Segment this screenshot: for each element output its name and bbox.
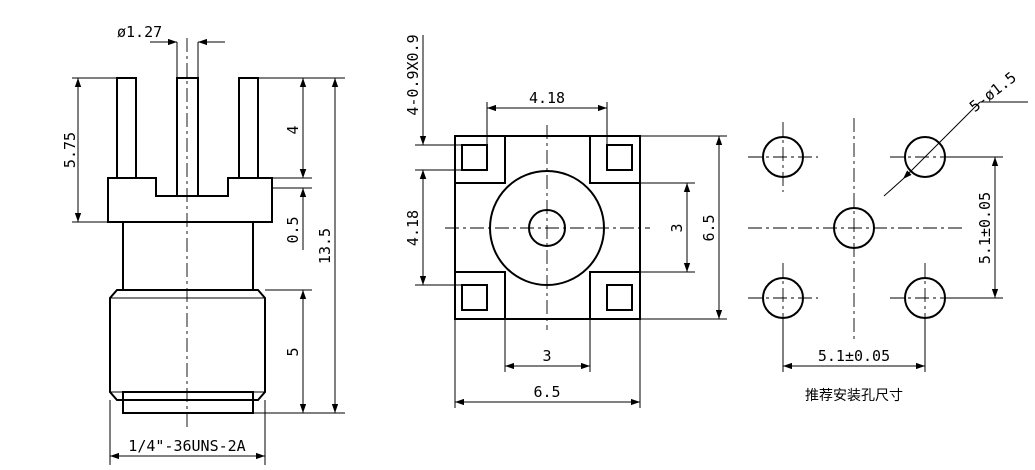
- caption-recommended-holes: 推荐安装孔尺寸: [805, 388, 903, 404]
- dim-thread-spec: 1/4"-36UNS-2A: [109, 400, 266, 465]
- label-pin-diameter: ø1.27: [117, 23, 162, 41]
- label-slot-spec: 4-0.9X0.9: [404, 34, 422, 115]
- top-view: 4-0.9X0.9 4.18 4.18 3 6.5: [404, 34, 727, 408]
- pin-center: [176, 77, 199, 197]
- dim-slot-spec: 4-0.9X0.9: [404, 34, 462, 190]
- dim-slot-pitch-y: 4.18: [404, 170, 462, 286]
- label-outer-x: 6.5: [533, 383, 560, 401]
- label-thread-spec: 1/4"-36UNS-2A: [128, 437, 245, 455]
- square-body: [454, 135, 641, 320]
- dim-flange-thickness: 0.5: [272, 155, 312, 250]
- label-total-length: 13.5: [316, 228, 334, 264]
- dim-outer-y: 6.5: [640, 135, 727, 320]
- bottom-lip: [122, 391, 254, 414]
- label-inner-x: 3: [542, 347, 551, 365]
- dim-slot-pitch-x: 4.18: [486, 89, 608, 145]
- label-pin-length: 5.75: [61, 132, 79, 168]
- dim-outer-x: 6.5: [454, 319, 641, 408]
- label-flange-thickness: 0.5: [284, 216, 302, 243]
- thread-section: [109, 289, 266, 401]
- label-thread-length: 5: [284, 347, 302, 356]
- label-hole-spec: 5-ø1.5: [966, 68, 1020, 116]
- dim-pin-length: 5.75: [61, 77, 117, 223]
- slot-top-right: [606, 144, 633, 171]
- flange-outline: [107, 177, 273, 223]
- cross-recess: [455, 136, 640, 319]
- slot-bottom-right: [606, 284, 633, 311]
- footprint-view: 5-ø1.5 5.1±0.05 5.1±0.05 推荐安装孔尺寸: [748, 68, 1028, 404]
- label-outer-y: 6.5: [700, 214, 718, 241]
- label-pitch-x: 5.1±0.05: [818, 347, 890, 365]
- label-pin-exposed: 4: [284, 125, 302, 134]
- dim-inner-x: 3: [504, 319, 591, 372]
- dim-pin-diameter: ø1.27: [117, 23, 225, 78]
- dim-pitch-y: 5.1±0.05: [945, 156, 1003, 299]
- dim-hole-spec: 5-ø1.5: [883, 68, 1028, 197]
- label-inner-y: 3: [668, 223, 686, 232]
- dim-pin-exposed: 4: [258, 77, 345, 179]
- side-view: ø1.27 5.75 4 0.5 13.5: [61, 23, 345, 465]
- pin-right: [238, 77, 259, 179]
- dim-pitch-x: 5.1±0.05: [782, 318, 926, 372]
- dim-inner-y: 3: [590, 182, 695, 273]
- label-slot-pitch-x: 4.18: [529, 89, 565, 107]
- slot-bottom-left: [461, 284, 488, 311]
- slot-top-left: [461, 144, 488, 171]
- dim-total-length: 13.5: [253, 78, 345, 414]
- label-slot-pitch-y: 4.18: [404, 210, 422, 246]
- dim-thread-length: 5: [265, 289, 312, 413]
- pin-left: [116, 77, 137, 179]
- body: [122, 221, 254, 291]
- label-pitch-y: 5.1±0.05: [976, 192, 994, 264]
